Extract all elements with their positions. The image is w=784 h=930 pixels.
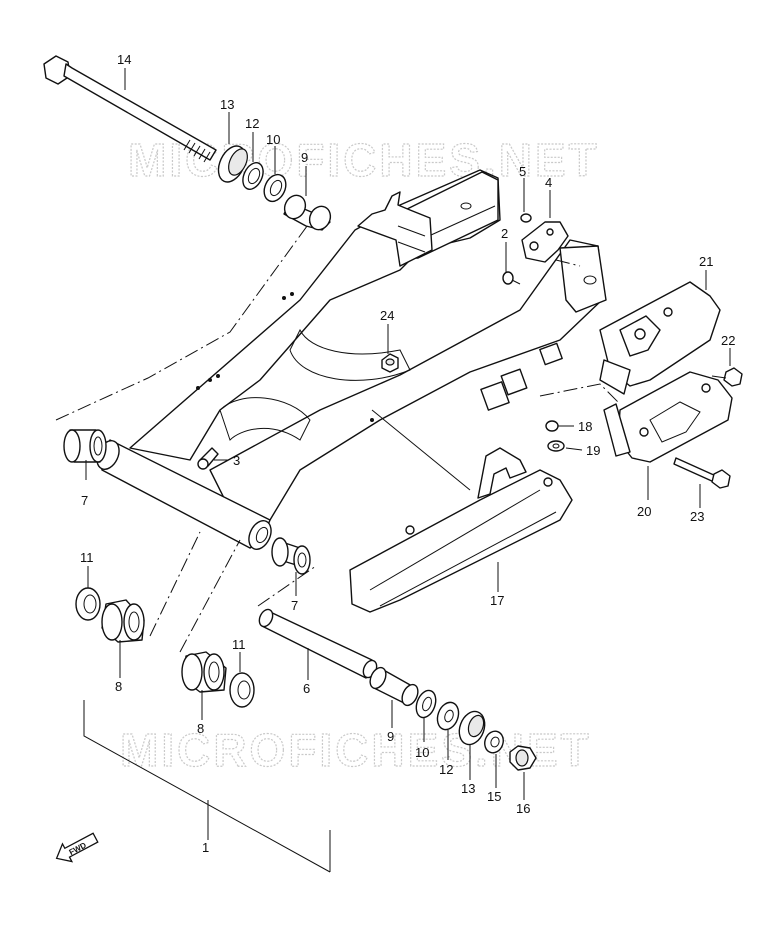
washer-15: [484, 730, 504, 754]
callout-17: 17: [490, 593, 504, 608]
callouts: 1 2 3 4 5 6 7 7 8 8 9 9 10 10 11 11 12 1…: [80, 52, 735, 855]
pivot-bolt: [43, 55, 217, 163]
bolt-23: [673, 457, 731, 489]
washer-12-bottom: [436, 701, 460, 731]
callout-12b: 12: [439, 762, 453, 777]
fwd-arrow-icon: FWD: [55, 832, 99, 863]
leader-dash-b: [149, 531, 201, 637]
leader-dash-c: [179, 539, 241, 653]
leader-dash-d: [257, 565, 317, 607]
spacer-9-bottom: [369, 666, 419, 707]
bracket-4: [521, 221, 569, 263]
leader-dash-a: [55, 221, 311, 421]
leader-1: [371, 409, 471, 491]
callout-6: 6: [303, 681, 310, 696]
cap-nut-16: [509, 745, 537, 771]
leader-dash-e: [539, 383, 621, 405]
callout-11b: 11: [232, 637, 246, 652]
callout-20: 20: [637, 504, 651, 519]
callout-5: 5: [519, 164, 526, 179]
seal-11-right: [229, 672, 255, 708]
seal-10-bottom: [415, 689, 437, 719]
callout-10a: 10: [266, 132, 280, 147]
callout-8a: 8: [115, 679, 122, 694]
bushing-7-right: [271, 537, 311, 575]
sleeve-6: [258, 608, 378, 679]
callout-12a: 12: [245, 116, 259, 131]
callout-14: 14: [117, 52, 131, 67]
callout-7b: 7: [291, 598, 298, 613]
callout-15: 15: [487, 789, 501, 804]
screw-5: [520, 213, 532, 223]
seal-11-left: [75, 587, 101, 621]
callout-13a: 13: [220, 97, 234, 112]
nut-13-bottom: [458, 710, 486, 746]
nut-24: [381, 353, 399, 373]
callout-11a: 11: [80, 550, 94, 565]
callout-13b: 13: [461, 781, 475, 796]
callout-24: 24: [380, 308, 394, 323]
callout-9b: 9: [387, 729, 394, 744]
washer-19: [547, 440, 565, 452]
callout-22: 22: [721, 333, 735, 348]
callout-21: 21: [699, 254, 713, 269]
callout-1: 1: [202, 840, 209, 855]
bearing-8-right: [181, 651, 227, 693]
chain-guide-lower: [603, 371, 733, 463]
chain-guide-upper: [599, 281, 721, 395]
grease-nipple: [197, 447, 219, 470]
callout-4: 4: [545, 175, 552, 190]
leader-lines: [85, 68, 731, 800]
callout-18: 18: [578, 419, 592, 434]
callout-3: 3: [233, 453, 240, 468]
callout-23: 23: [690, 509, 704, 524]
callout-9a: 9: [301, 150, 308, 165]
bearing-8-left: [101, 599, 145, 643]
callout-16: 16: [516, 801, 530, 816]
swingarm: [96, 169, 607, 550]
callout-2: 2: [501, 226, 508, 241]
nut-top: [217, 145, 248, 183]
spacer-top: [283, 194, 332, 231]
leader-dash-f: [555, 259, 581, 267]
bolt-2: [502, 271, 521, 285]
bolt-22: [711, 367, 743, 387]
callout-19: 19: [586, 443, 600, 458]
callout-10b: 10: [415, 745, 429, 760]
callout-7a: 7: [81, 493, 88, 508]
callout-8b: 8: [197, 721, 204, 736]
bushing-7-left: [63, 429, 107, 463]
bracket-1: [83, 700, 331, 873]
watermark-bottom: MICROFICHES.NET: [120, 724, 592, 776]
chain-slider: [349, 447, 573, 613]
